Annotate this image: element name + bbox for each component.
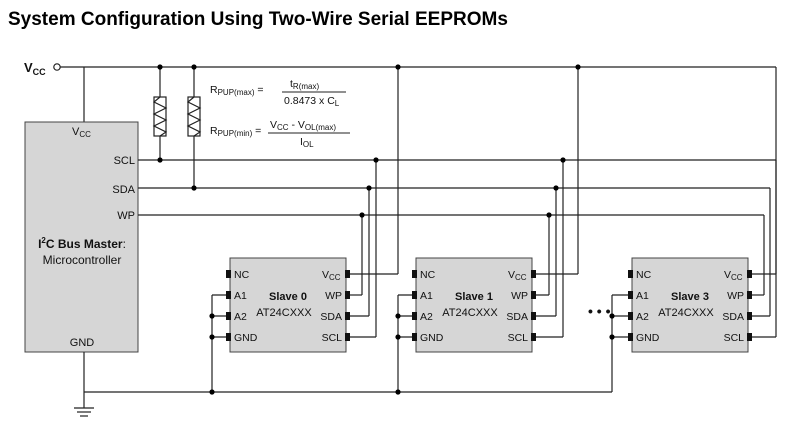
svg-text:WP: WP <box>325 290 342 302</box>
svg-text:SCL: SCL <box>724 332 745 344</box>
vcc-label: VCC <box>24 60 46 77</box>
svg-text:A2: A2 <box>234 311 247 323</box>
svg-text:0.8473 x CL: 0.8473 x CL <box>284 95 340 108</box>
pullup-formula-min: RPUP(min) = VCC - VOL(max) IOL <box>210 119 350 149</box>
slave-0-part: AT24CXXX <box>256 307 312 319</box>
slave-3: NC A1 A2 GND VCC WP SDA SCL Slave 3 AT24… <box>609 67 777 392</box>
svg-text:A1: A1 <box>636 290 649 302</box>
svg-text:VCC: VCC <box>724 269 743 282</box>
svg-text:SDA: SDA <box>722 311 744 323</box>
svg-text:VCC: VCC <box>508 269 527 282</box>
svg-text:GND: GND <box>420 332 444 344</box>
pullup-formula-max: RPUP(max) = tR(max) 0.8473 x CL <box>210 78 346 108</box>
master-pin-scl: SCL <box>114 155 135 167</box>
slave-0-name: Slave 0 <box>269 291 307 303</box>
svg-text:NC: NC <box>234 269 250 281</box>
svg-text:WP: WP <box>511 290 528 302</box>
master-subtitle: Microcontroller <box>43 253 122 267</box>
svg-text:SCL: SCL <box>322 332 343 344</box>
svg-text:SCL: SCL <box>508 332 529 344</box>
ground-icon <box>74 407 94 417</box>
svg-text:NC: NC <box>636 269 652 281</box>
slave-1-name: Slave 1 <box>455 291 493 303</box>
slave-3-name: Slave 3 <box>671 291 709 303</box>
slave-1-part: AT24CXXX <box>442 307 498 319</box>
master-name: I2C Bus Master: <box>38 236 126 251</box>
terminal-circle-icon <box>53 63 61 71</box>
more-slaves-ellipsis: • • • <box>588 303 611 319</box>
svg-text:RPUP(max) =: RPUP(max) = <box>210 84 264 97</box>
svg-text:A1: A1 <box>420 290 433 302</box>
master-gnd-label: GND <box>70 337 95 349</box>
svg-text:SDA: SDA <box>506 311 528 323</box>
svg-text:GND: GND <box>234 332 258 344</box>
bus-master-box <box>24 121 139 353</box>
svg-text:NC: NC <box>420 269 436 281</box>
slave-3-part: AT24CXXX <box>658 307 714 319</box>
svg-text:tR(max): tR(max) <box>290 78 319 91</box>
svg-text:A2: A2 <box>420 311 433 323</box>
diagram-title: System Configuration Using Two-Wire Seri… <box>8 9 508 30</box>
master-pin-wp: WP <box>117 210 135 222</box>
svg-text:WP: WP <box>727 290 744 302</box>
slave-0: NC A1 A2 GND VCC WP SDA SCL Slave 0 AT24… <box>209 64 401 395</box>
master-pin-sda: SDA <box>112 184 135 196</box>
svg-text:GND: GND <box>636 332 660 344</box>
svg-text:A2: A2 <box>636 311 649 323</box>
svg-text:RPUP(min) =: RPUP(min) = <box>210 125 261 138</box>
svg-text:VCC: VCC <box>322 269 341 282</box>
slave-1: NC A1 A2 GND VCC WP SDA SCL Slave 1 AT24… <box>395 64 581 395</box>
svg-text:IOL: IOL <box>300 136 314 149</box>
junction-dot-icon <box>157 64 197 191</box>
master-vcc-label: VCC <box>72 126 91 139</box>
pullup-resistors <box>152 67 202 188</box>
svg-text:SDA: SDA <box>320 311 342 323</box>
svg-text:VCC - VOL(max): VCC - VOL(max) <box>270 119 336 132</box>
svg-text:A1: A1 <box>234 290 247 302</box>
